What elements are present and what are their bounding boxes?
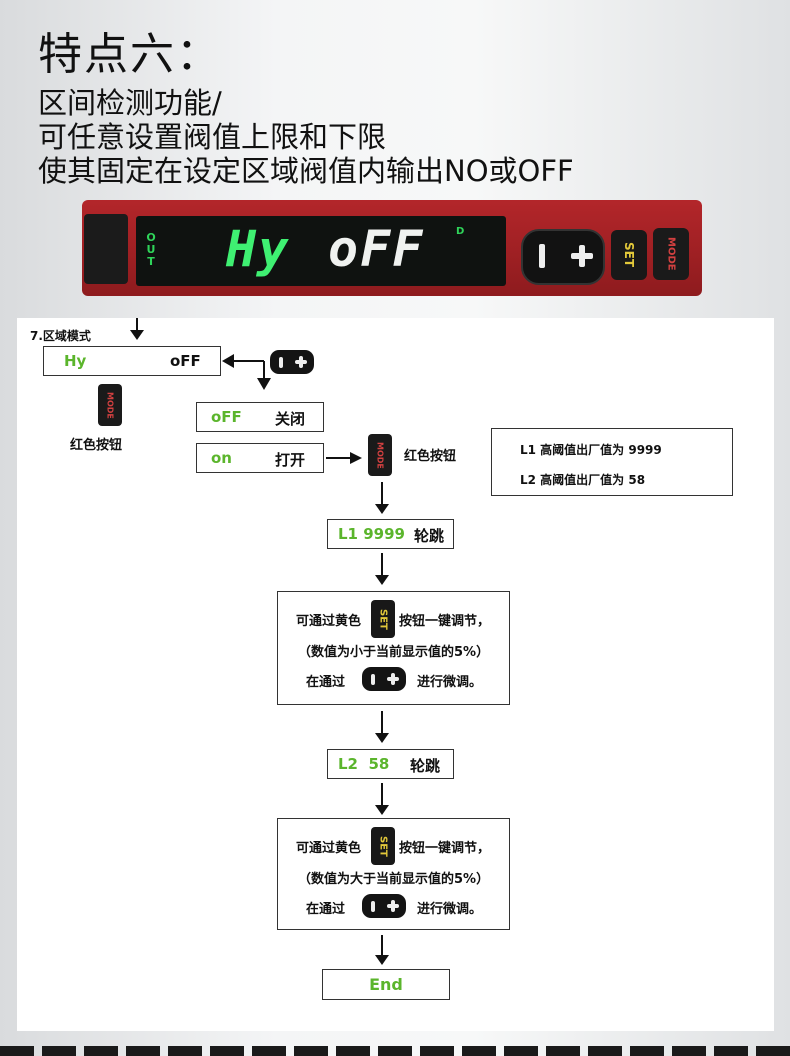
minus-icon	[371, 901, 375, 912]
step1-code: L1 9999	[338, 525, 405, 543]
down-arrow	[375, 711, 389, 743]
info-line-1: L1 高阈值出厂值为 9999	[520, 443, 662, 457]
option-off-label: 关闭	[275, 410, 306, 428]
subtitle-line-2: 可任意设置阀值上限和下限	[38, 120, 387, 154]
device-connector	[84, 214, 128, 284]
set-button-small: SET	[371, 600, 395, 638]
set-button-small: SET	[371, 827, 395, 865]
minus-icon	[279, 357, 283, 368]
step2-label: 轮跳	[410, 757, 441, 775]
dashed-border	[0, 1046, 790, 1056]
info-line-2: L2 高阈值出厂值为 58	[520, 473, 646, 487]
adjust1-line3a: 在通过	[306, 675, 346, 690]
mode-box-hy: Hy	[64, 352, 87, 370]
adjust2-box: 可通过黄色 SET 按钮一键调节， （数值为大于当前显示值的5%） 在通过 进行…	[277, 818, 510, 930]
step2-code: L2 58	[338, 755, 390, 773]
mode-button-red: MODE	[98, 384, 122, 426]
minus-icon	[371, 674, 375, 685]
adjust2-line3a: 在通过	[306, 902, 346, 917]
mode-button-red-2: MODE	[368, 434, 392, 476]
adjust1-line1a: 可通过黄色	[296, 614, 362, 629]
option-on-code: on	[211, 449, 232, 467]
down-arrow	[375, 935, 389, 965]
adjust2-line2: （数值为大于当前显示值的5%）	[298, 872, 490, 887]
set-button: SET	[611, 230, 647, 280]
display-off: oFF	[328, 220, 425, 278]
out-indicator-label: OUT	[146, 231, 156, 268]
minus-plus-button-small	[362, 667, 406, 691]
device-display	[136, 216, 506, 286]
red-button-caption-2: 红色按钮	[404, 449, 457, 464]
down-arrow	[375, 783, 389, 815]
display-hy: Hy	[226, 220, 291, 278]
adjust1-line3b: 进行微调。	[417, 675, 483, 690]
step1-box: L1 9999 轮跳	[327, 519, 454, 549]
option-on-label: 打开	[275, 451, 306, 469]
section-label: 7.区域模式	[30, 329, 91, 343]
mode-box-off: oFF	[170, 352, 201, 370]
step2-box: L2 58 轮跳	[327, 749, 454, 779]
minus-plus-button-small	[362, 894, 406, 918]
page-title: 特点六：	[38, 29, 222, 80]
step1-label: 轮跳	[414, 527, 445, 545]
adjust2-line1b: 按钮一键调节，	[399, 841, 491, 856]
option-off-box: oFF 关闭	[196, 402, 324, 432]
info-box: L1 高阈值出厂值为 9999 L2 高阈值出厂值为 58	[491, 428, 733, 496]
minus-plus-button-small	[270, 350, 314, 374]
mode-box: Hy oFF	[43, 346, 221, 376]
end-box: End	[322, 969, 450, 1000]
subtitle-line-1: 区间检测功能/	[38, 86, 222, 120]
minus-plus-button	[521, 229, 605, 285]
right-arrow	[326, 452, 362, 464]
d-indicator: D	[456, 226, 465, 237]
down-arrow	[375, 482, 389, 514]
option-off-code: oFF	[211, 408, 242, 426]
adjust1-line2: （数值为小于当前显示值的5%）	[298, 645, 490, 660]
option-on-box: on 打开	[196, 443, 324, 473]
adjust2-line1a: 可通过黄色	[296, 841, 362, 856]
mode-button: MODE	[653, 228, 689, 280]
minus-icon	[539, 244, 545, 268]
connector-arrow	[222, 354, 271, 390]
red-button-caption: 红色按钮	[70, 438, 123, 453]
down-arrow	[375, 553, 389, 585]
down-arrow	[130, 318, 144, 340]
adjust2-line3b: 进行微调。	[417, 902, 483, 917]
adjust1-line1b: 按钮一键调节，	[399, 614, 491, 629]
adjust1-box: 可通过黄色 SET 按钮一键调节， （数值为小于当前显示值的5%） 在通过 进行…	[277, 591, 510, 705]
subtitle-line-3: 使其固定在设定区域阀值内输出NO或OFF	[38, 154, 574, 188]
